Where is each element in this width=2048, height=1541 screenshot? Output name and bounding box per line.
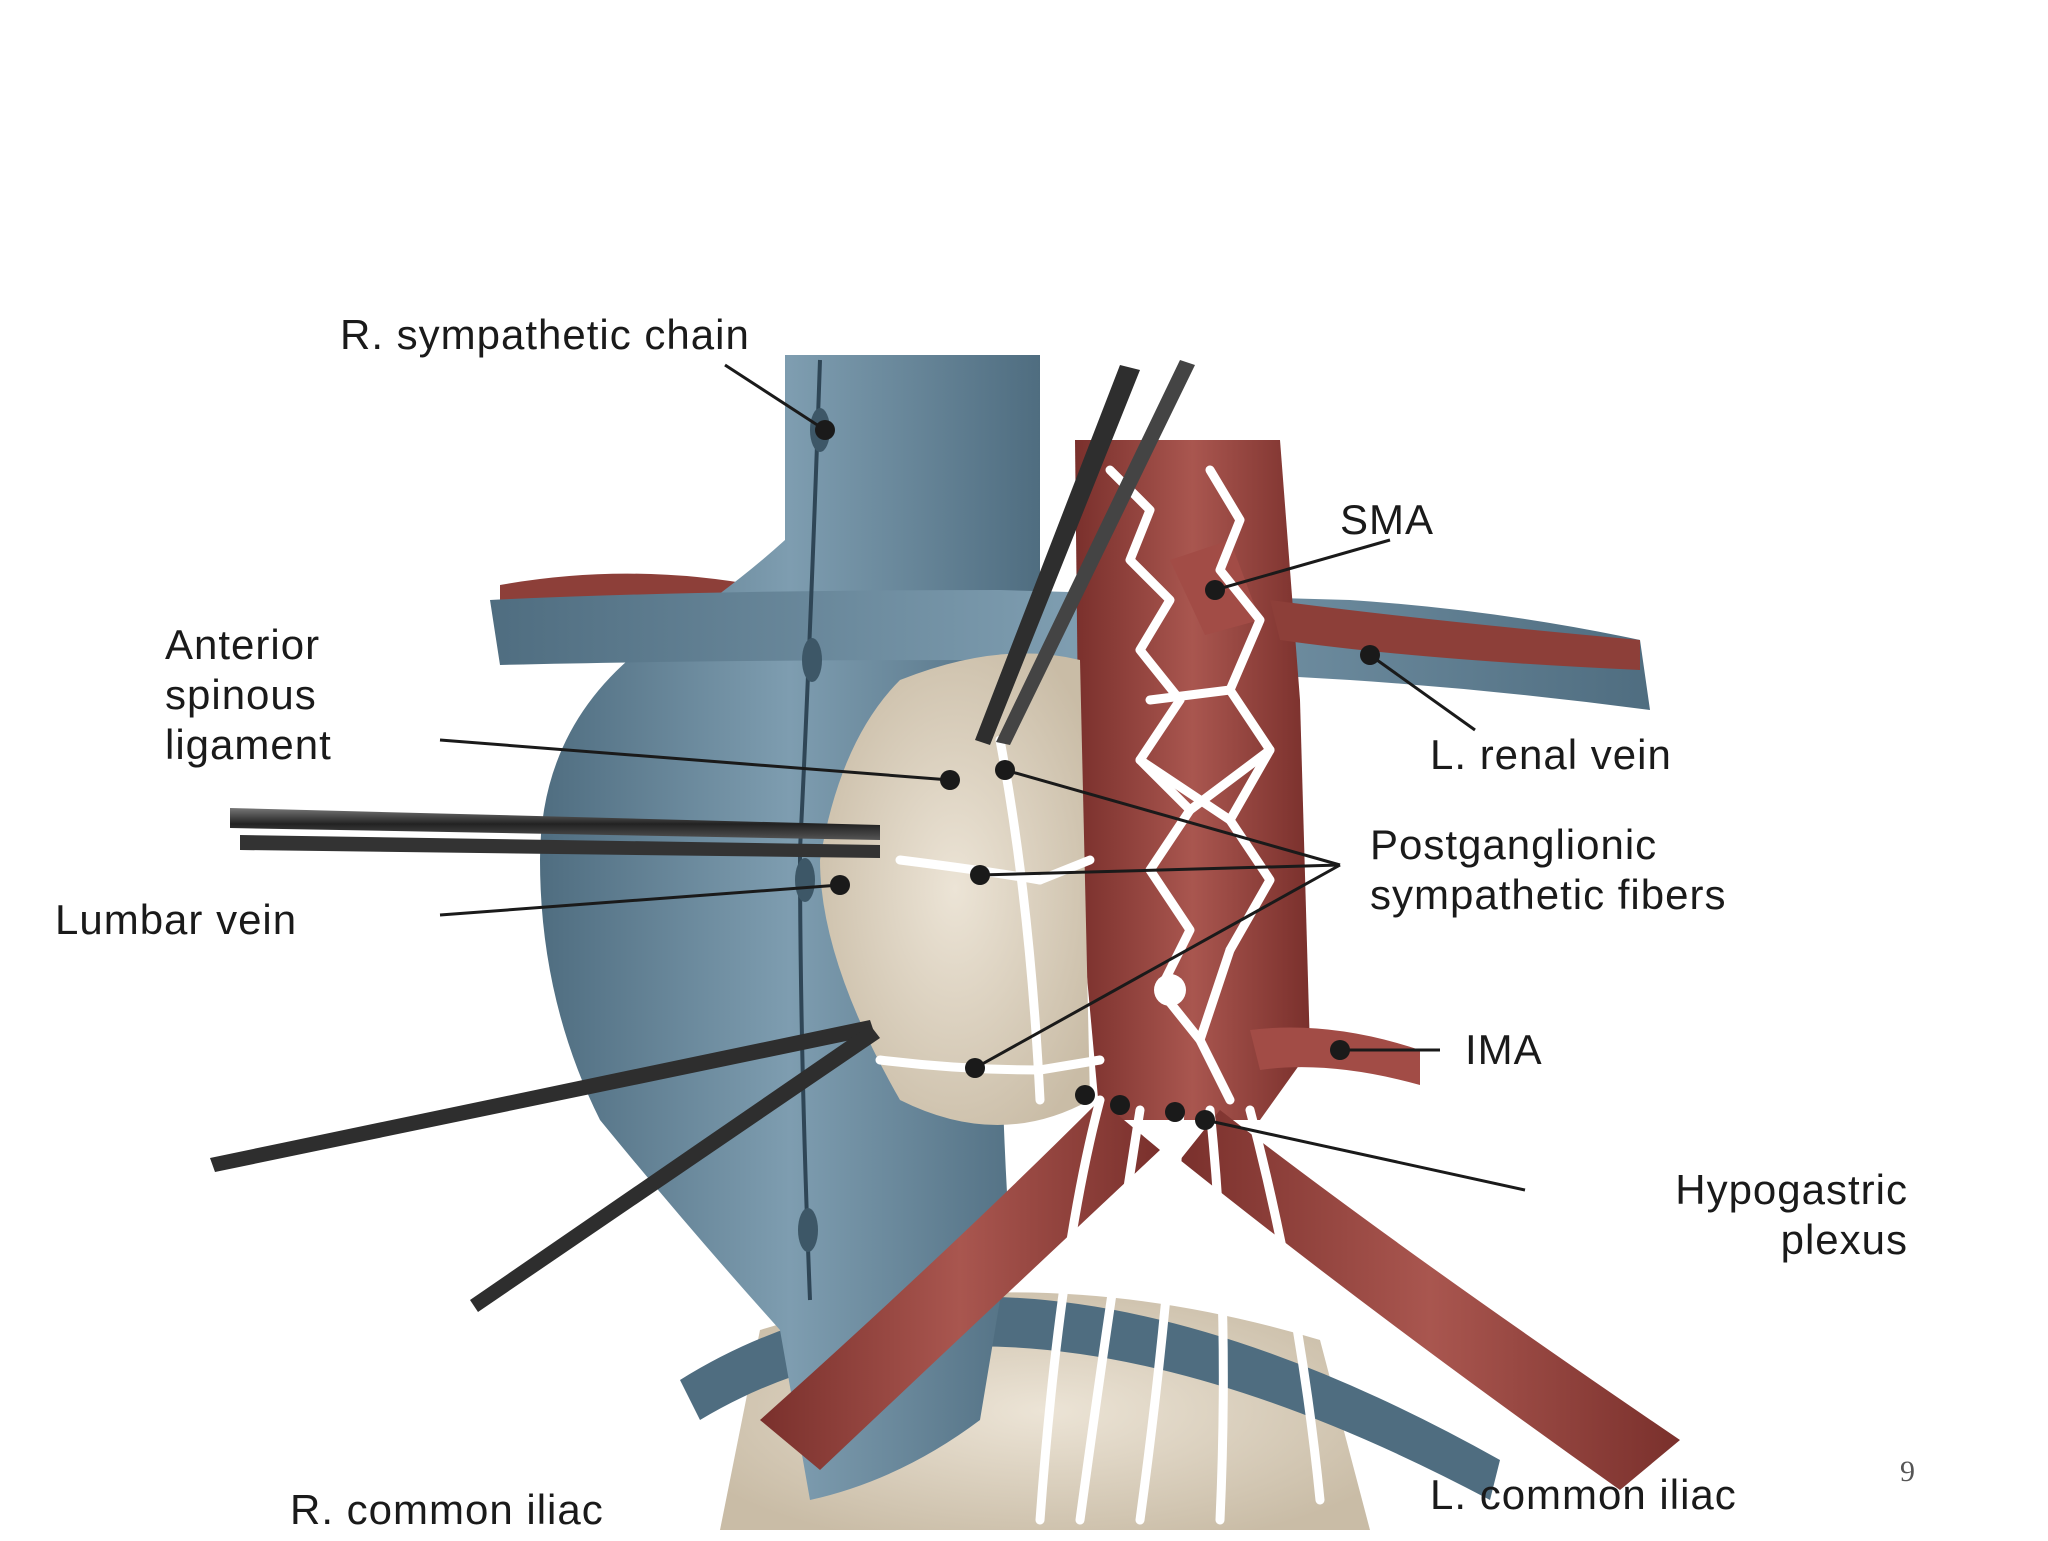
l-renal-artery [1270,600,1640,670]
label-l-renal-vein: L. renal vein [1430,731,1672,778]
nerve-network [875,465,1325,1525]
label-r-sympathetic-chain: R. sympathetic chain [340,311,750,358]
spine-body [820,653,1090,1125]
r-iliac-artery [760,1100,1160,1470]
label-sma: SMA [1340,496,1435,543]
label-l-common-iliac: L. common iliac [1430,1471,1737,1518]
l-iliac-artery [1180,1110,1680,1490]
label-lumbar-vein: Lumbar vein [55,896,298,943]
leader-lines [439,363,1526,1192]
slide-number: 9 [1900,1455,1915,1488]
label-anterior-spinous-ligament: Anterior spinous ligament [165,621,332,768]
aorta [1075,440,1310,1120]
label-ima: IMA [1465,1026,1543,1073]
label-postganglionic-fibers: Postganglionic sympathetic fibers [1370,821,1727,918]
label-r-common-iliac: R. common iliac [290,1486,604,1533]
retractors [210,360,1195,1312]
label-hypogastric-plexus: Hypogastric plexus [1675,1166,1908,1263]
